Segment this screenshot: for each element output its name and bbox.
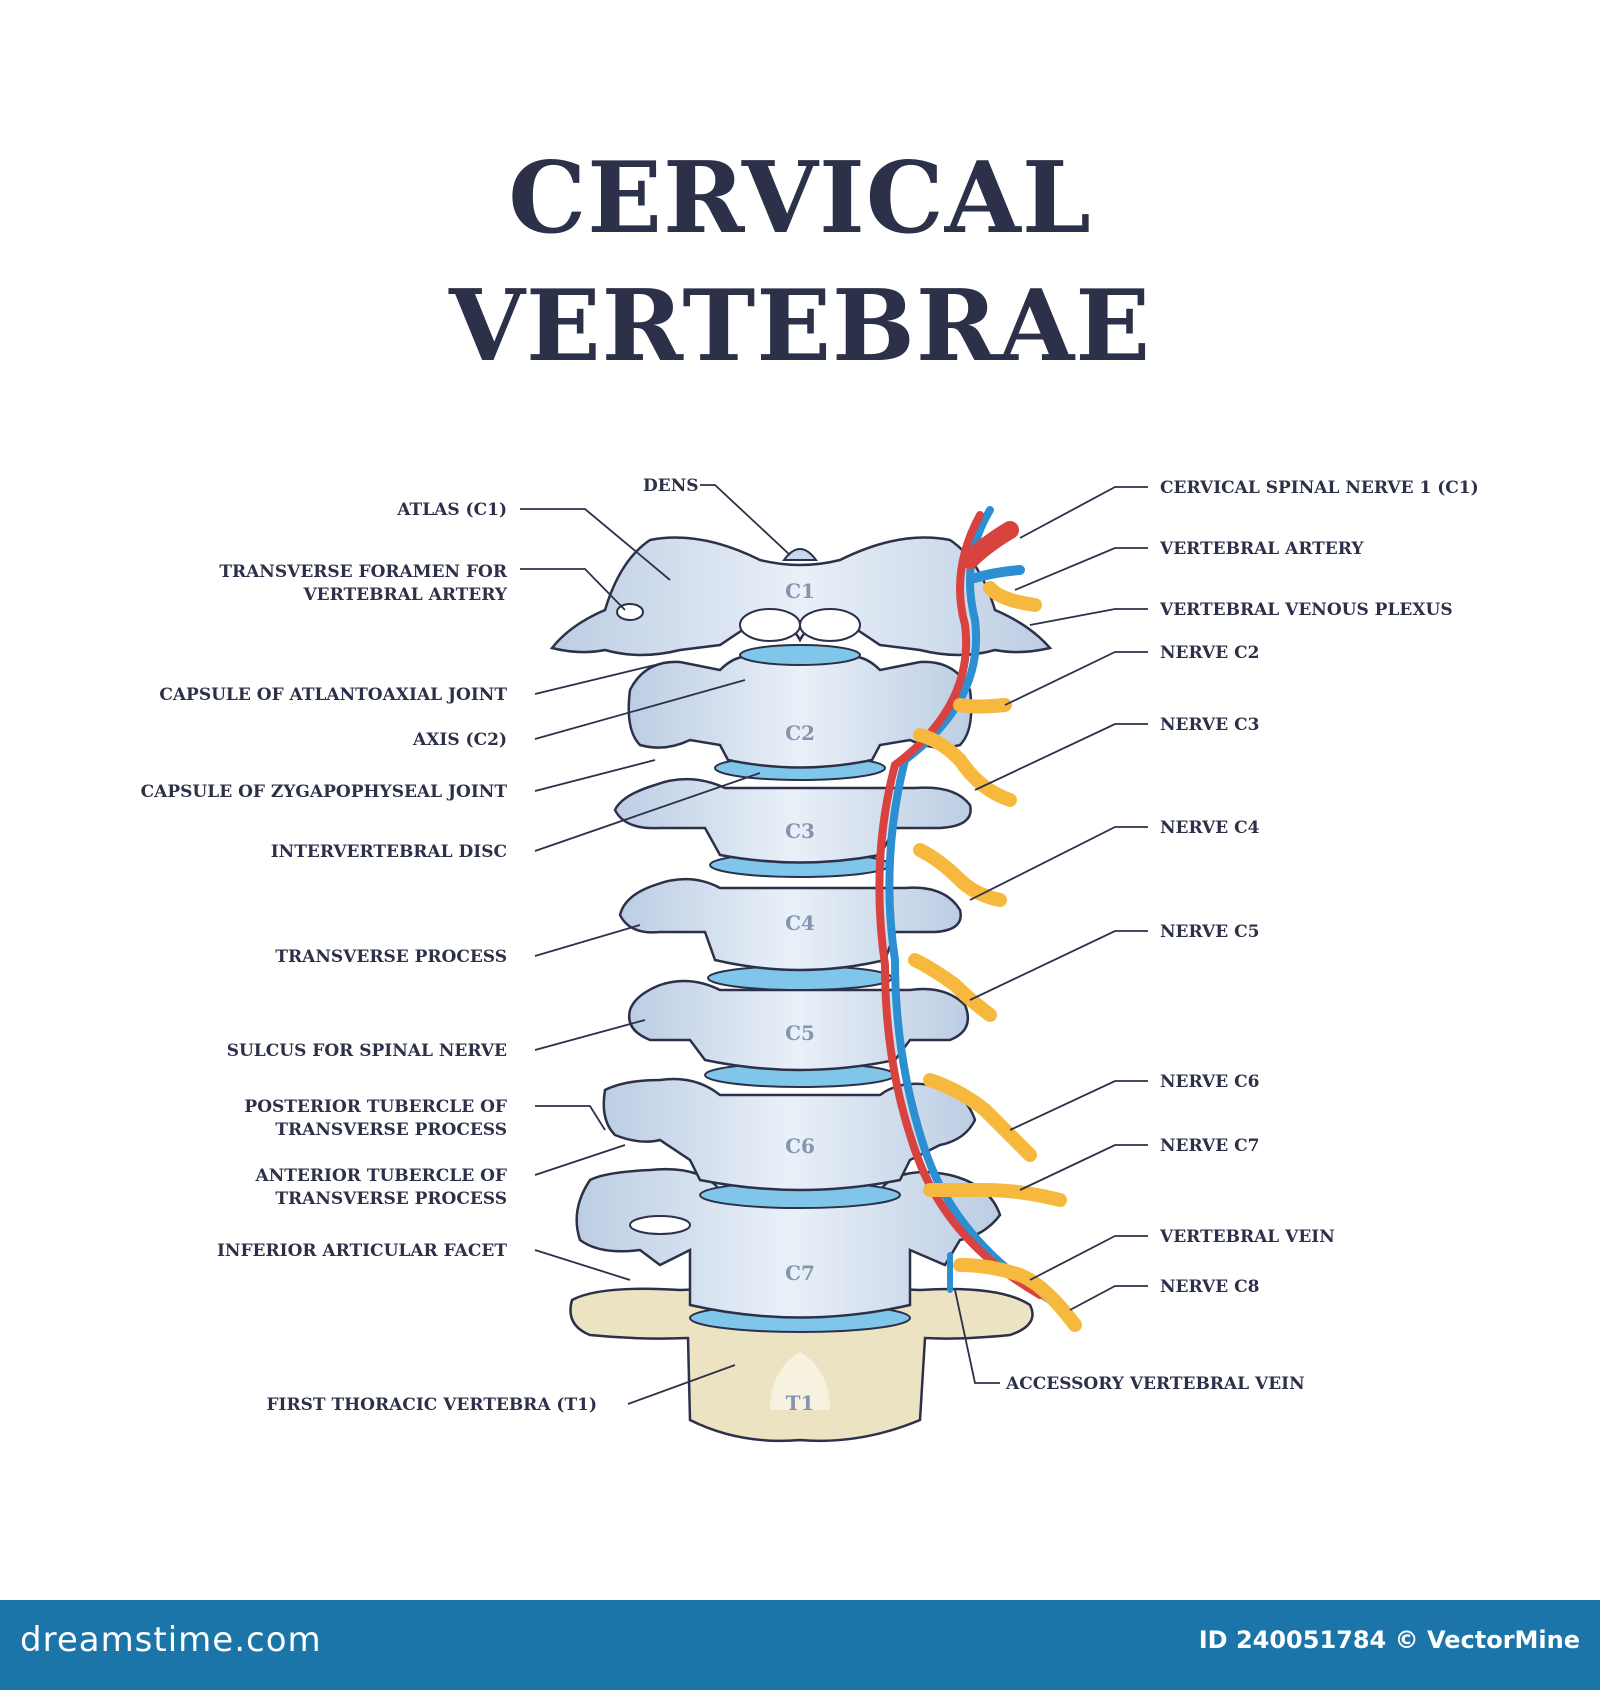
label-nerve-c8: NERVE C8 [1160,1277,1259,1297]
label-posterior-tubercle-2: TRANSVERSE PROCESS [275,1120,507,1140]
labels-right: CERVICAL SPINAL NERVE 1 (C1) VERTEBRAL A… [1005,478,1479,1394]
label-axis: AXIS (C2) [412,730,507,750]
label-capsule-atlantoaxial: CAPSULE OF ATLANTOAXIAL JOINT [159,685,507,705]
label-nerve-c4: NERVE C4 [1160,818,1260,838]
vlabel-c6: C6 [785,1134,815,1158]
label-first-thoracic-vertebra: FIRST THORACIC VERTEBRA (T1) [266,1395,597,1415]
label-dens: DENS [643,476,699,496]
label-vertebral-vein: VERTEBRAL VEIN [1159,1227,1335,1247]
title-line-1: CERVICAL [508,141,1092,256]
label-capsule-zygapophyseal: CAPSULE OF ZYGAPOPHYSEAL JOINT [141,782,508,802]
vlabel-c2: C2 [785,721,815,745]
label-posterior-tubercle-1: POSTERIOR TUBERCLE OF [244,1097,507,1117]
footer-bar: dreamstime.com ID 240051784 © VectorMine [0,1600,1600,1690]
label-sulcus-spinal-nerve: SULCUS FOR SPINAL NERVE [227,1041,507,1061]
label-nerve-c6: NERVE C6 [1160,1072,1259,1092]
label-anterior-tubercle-1: ANTERIOR TUBERCLE OF [255,1166,507,1186]
spine-diagram: C1 C2 C3 C4 C5 C6 C7 T1 [141,476,1479,1443]
vertebra-c7 [575,1168,1002,1319]
vertebra-labels: C1 C2 C3 C4 C5 C6 C7 T1 [785,579,815,1415]
vertebra-c1 [549,536,1053,657]
label-anterior-tubercle-2: TRANSVERSE PROCESS [275,1189,507,1209]
label-atlas: ATLAS (C1) [396,500,507,520]
vlabel-c1: C1 [785,579,815,603]
vlabel-c7: C7 [785,1261,815,1285]
label-transverse-process: TRANSVERSE PROCESS [275,947,507,967]
footer-image-id: ID 240051784 © VectorMine [1198,1626,1580,1654]
label-accessory-vertebral-vein: ACCESSORY VERTEBRAL VEIN [1005,1374,1305,1394]
vlabel-t1: T1 [786,1391,815,1415]
leader-lines [520,484,1148,1405]
label-vertebral-artery: VERTEBRAL ARTERY [1159,539,1364,559]
vlabel-c4: C4 [785,911,815,935]
label-nerve-c2: NERVE C2 [1160,643,1259,663]
labels-left: ATLAS (C1) TRANSVERSE FORAMEN FOR VERTEB… [141,500,597,1415]
label-cervical-spinal-nerve-1: CERVICAL SPINAL NERVE 1 (C1) [1160,478,1479,498]
label-nerve-c7: NERVE C7 [1160,1136,1259,1156]
label-transverse-foramen-2: VERTEBRAL ARTERY [302,585,507,605]
title-line-2: VERTEBRAE [448,269,1152,384]
vertebra-c6 [602,1077,977,1192]
label-nerve-c3: NERVE C3 [1160,715,1259,735]
vessels-and-nerves [875,506,1082,1332]
footer-brand[interactable]: dreamstime.com [20,1620,322,1660]
label-transverse-foramen-1: TRANSVERSE FORAMEN FOR [219,562,508,582]
vertebra-c4 [618,877,962,972]
vertebra-t1 [569,1286,1034,1443]
label-inferior-articular-facet: INFERIOR ARTICULAR FACET [217,1241,507,1261]
label-intervertebral-disc: INTERVERTEBRAL DISC [271,842,507,862]
disc-c1-c2 [739,644,861,666]
vlabel-c5: C5 [785,1021,815,1045]
label-nerve-c5: NERVE C5 [1160,922,1259,942]
label-vertebral-venous-plexus: VERTEBRAL VENOUS PLEXUS [1159,600,1453,620]
vlabel-c3: C3 [785,819,815,843]
